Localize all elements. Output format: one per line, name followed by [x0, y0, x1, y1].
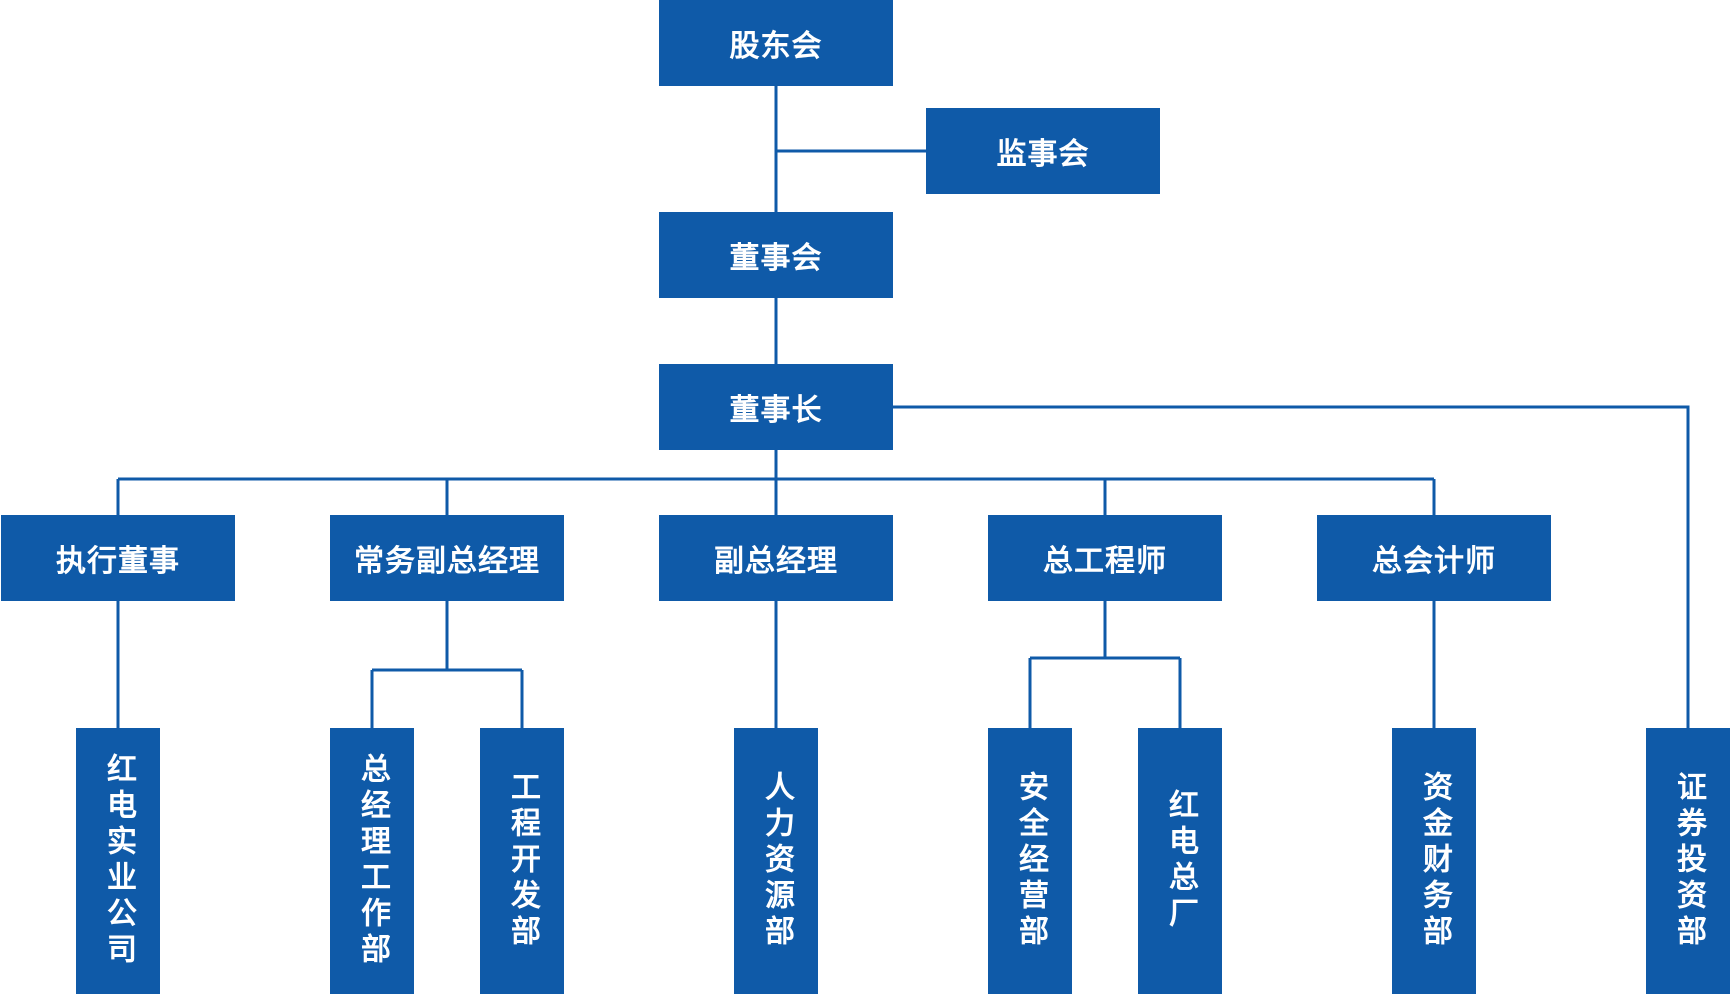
- node-exec-vp: 常务副总经理: [330, 515, 564, 601]
- node-hongdian-plant: 红电总厂: [1138, 728, 1222, 994]
- node-engineering-dev: 工程开发部: [480, 728, 564, 994]
- node-supervisors: 监事会: [926, 108, 1160, 194]
- node-board: 董事会: [659, 212, 893, 298]
- node-finance: 资金财务部: [1392, 728, 1476, 994]
- node-shareholders: 股东会: [659, 0, 893, 86]
- node-chief-accountant: 总会计师: [1317, 515, 1551, 601]
- node-securities: 证券投资部: [1646, 728, 1730, 994]
- node-hongdian-industrial: 红电实业公司: [76, 728, 160, 994]
- node-vp: 副总经理: [659, 515, 893, 601]
- node-hr: 人力资源部: [734, 728, 818, 994]
- node-safety-ops: 安全经营部: [988, 728, 1072, 994]
- node-gm-office: 总经理工作部: [330, 728, 414, 994]
- node-exec-director: 执行董事: [1, 515, 235, 601]
- connector-chairman-securities: [893, 405, 1690, 728]
- node-chief-engineer: 总工程师: [988, 515, 1222, 601]
- node-chairman: 董事长: [659, 364, 893, 450]
